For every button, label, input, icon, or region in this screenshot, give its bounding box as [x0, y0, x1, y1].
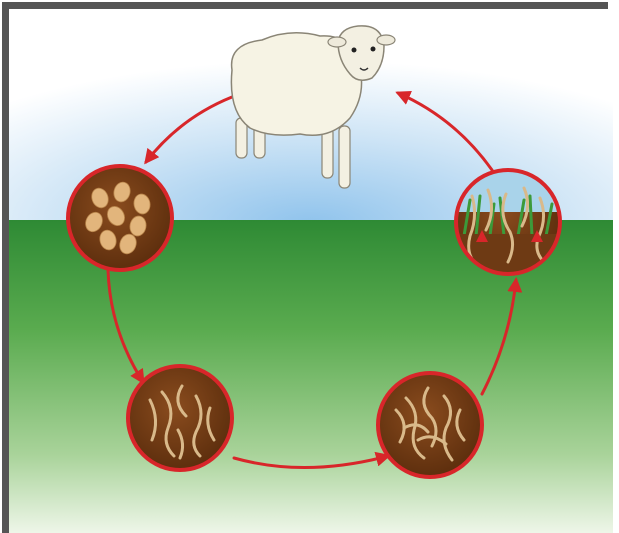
- eggs-stage: [68, 166, 172, 270]
- larvae-stage-2: [378, 373, 482, 477]
- larvae-stage-1: [128, 366, 232, 470]
- larvae-circle-2: [378, 373, 482, 477]
- grass-larvae-stage: [456, 170, 560, 274]
